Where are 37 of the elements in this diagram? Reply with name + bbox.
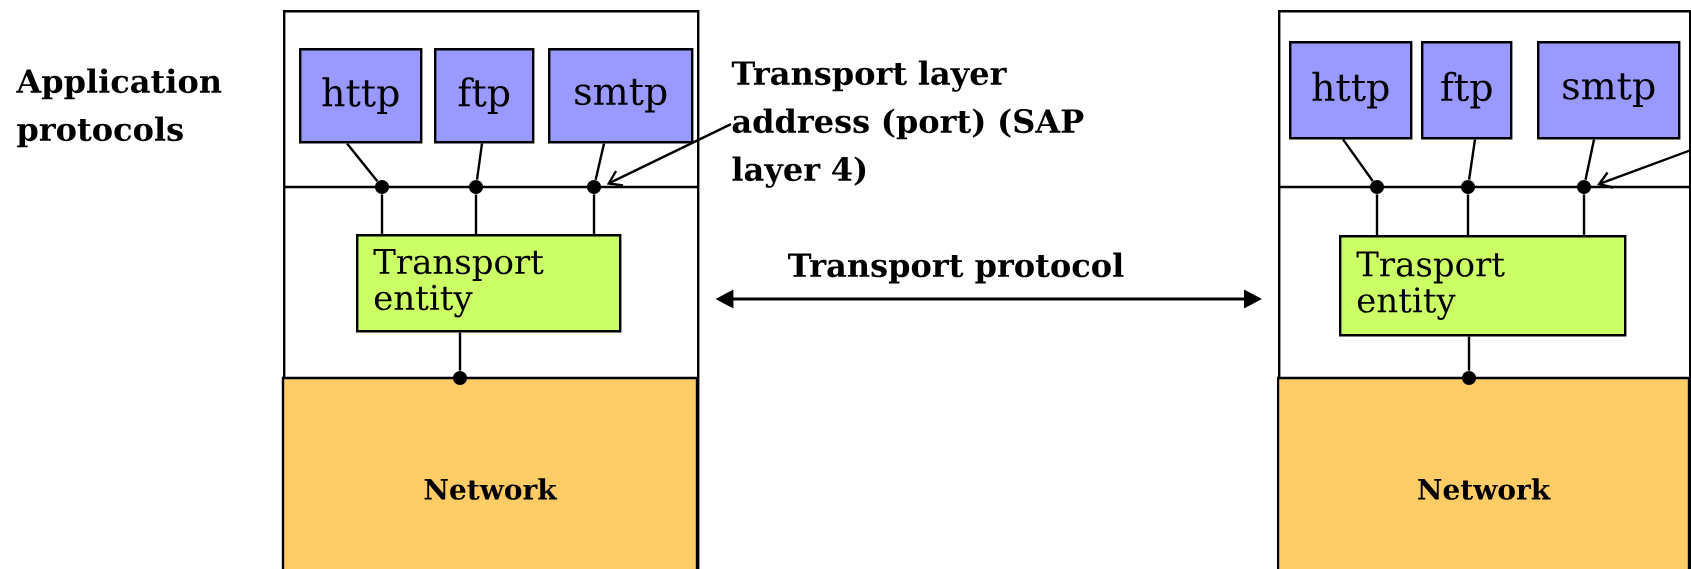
- connector-line: [346, 142, 379, 182]
- protocol-box: ftp: [434, 48, 535, 144]
- connector-line: [380, 194, 384, 234]
- port-dot: [375, 180, 389, 194]
- connector-line: [475, 143, 484, 180]
- leader-line: [606, 123, 732, 187]
- edge-label: Transport protocol: [785, 250, 1127, 286]
- port-dot: [453, 371, 467, 385]
- protocol-box: ftp: [1421, 41, 1513, 140]
- protocol-box: smtp: [1537, 41, 1681, 140]
- connector-line: [1582, 194, 1586, 235]
- entity-box: Trasport entity: [1339, 235, 1627, 337]
- connector-line: [1467, 139, 1477, 180]
- connector-line: [1467, 336, 1471, 371]
- connector-line: [1342, 138, 1374, 182]
- annotation-text: Transport layer address (port) (SAP layer 4): [731, 60, 1084, 188]
- connector-line: [594, 143, 606, 181]
- layer-label: Application protocols: [16, 68, 222, 148]
- connector-line: [458, 332, 462, 371]
- protocol-box: smtp: [548, 48, 694, 144]
- port-dot: [469, 180, 483, 194]
- entity-box: Transport entity: [356, 234, 622, 333]
- port-dot: [1370, 180, 1384, 194]
- connector-line: [1584, 139, 1596, 180]
- protocol-box: http: [1289, 41, 1413, 140]
- port-dot: [1462, 371, 1476, 385]
- network-band: Network: [281, 376, 699, 569]
- connector-line: [474, 194, 478, 234]
- port-dot: [1461, 180, 1475, 194]
- protocol-box: http: [299, 48, 423, 144]
- port-dot: [587, 180, 601, 194]
- leader-line: [1597, 148, 1691, 189]
- connector-line: [1375, 194, 1379, 235]
- connector-line: [1466, 194, 1470, 235]
- connector-line: [592, 194, 596, 234]
- network-band: Network: [1276, 376, 1691, 569]
- port-dot: [1577, 180, 1591, 194]
